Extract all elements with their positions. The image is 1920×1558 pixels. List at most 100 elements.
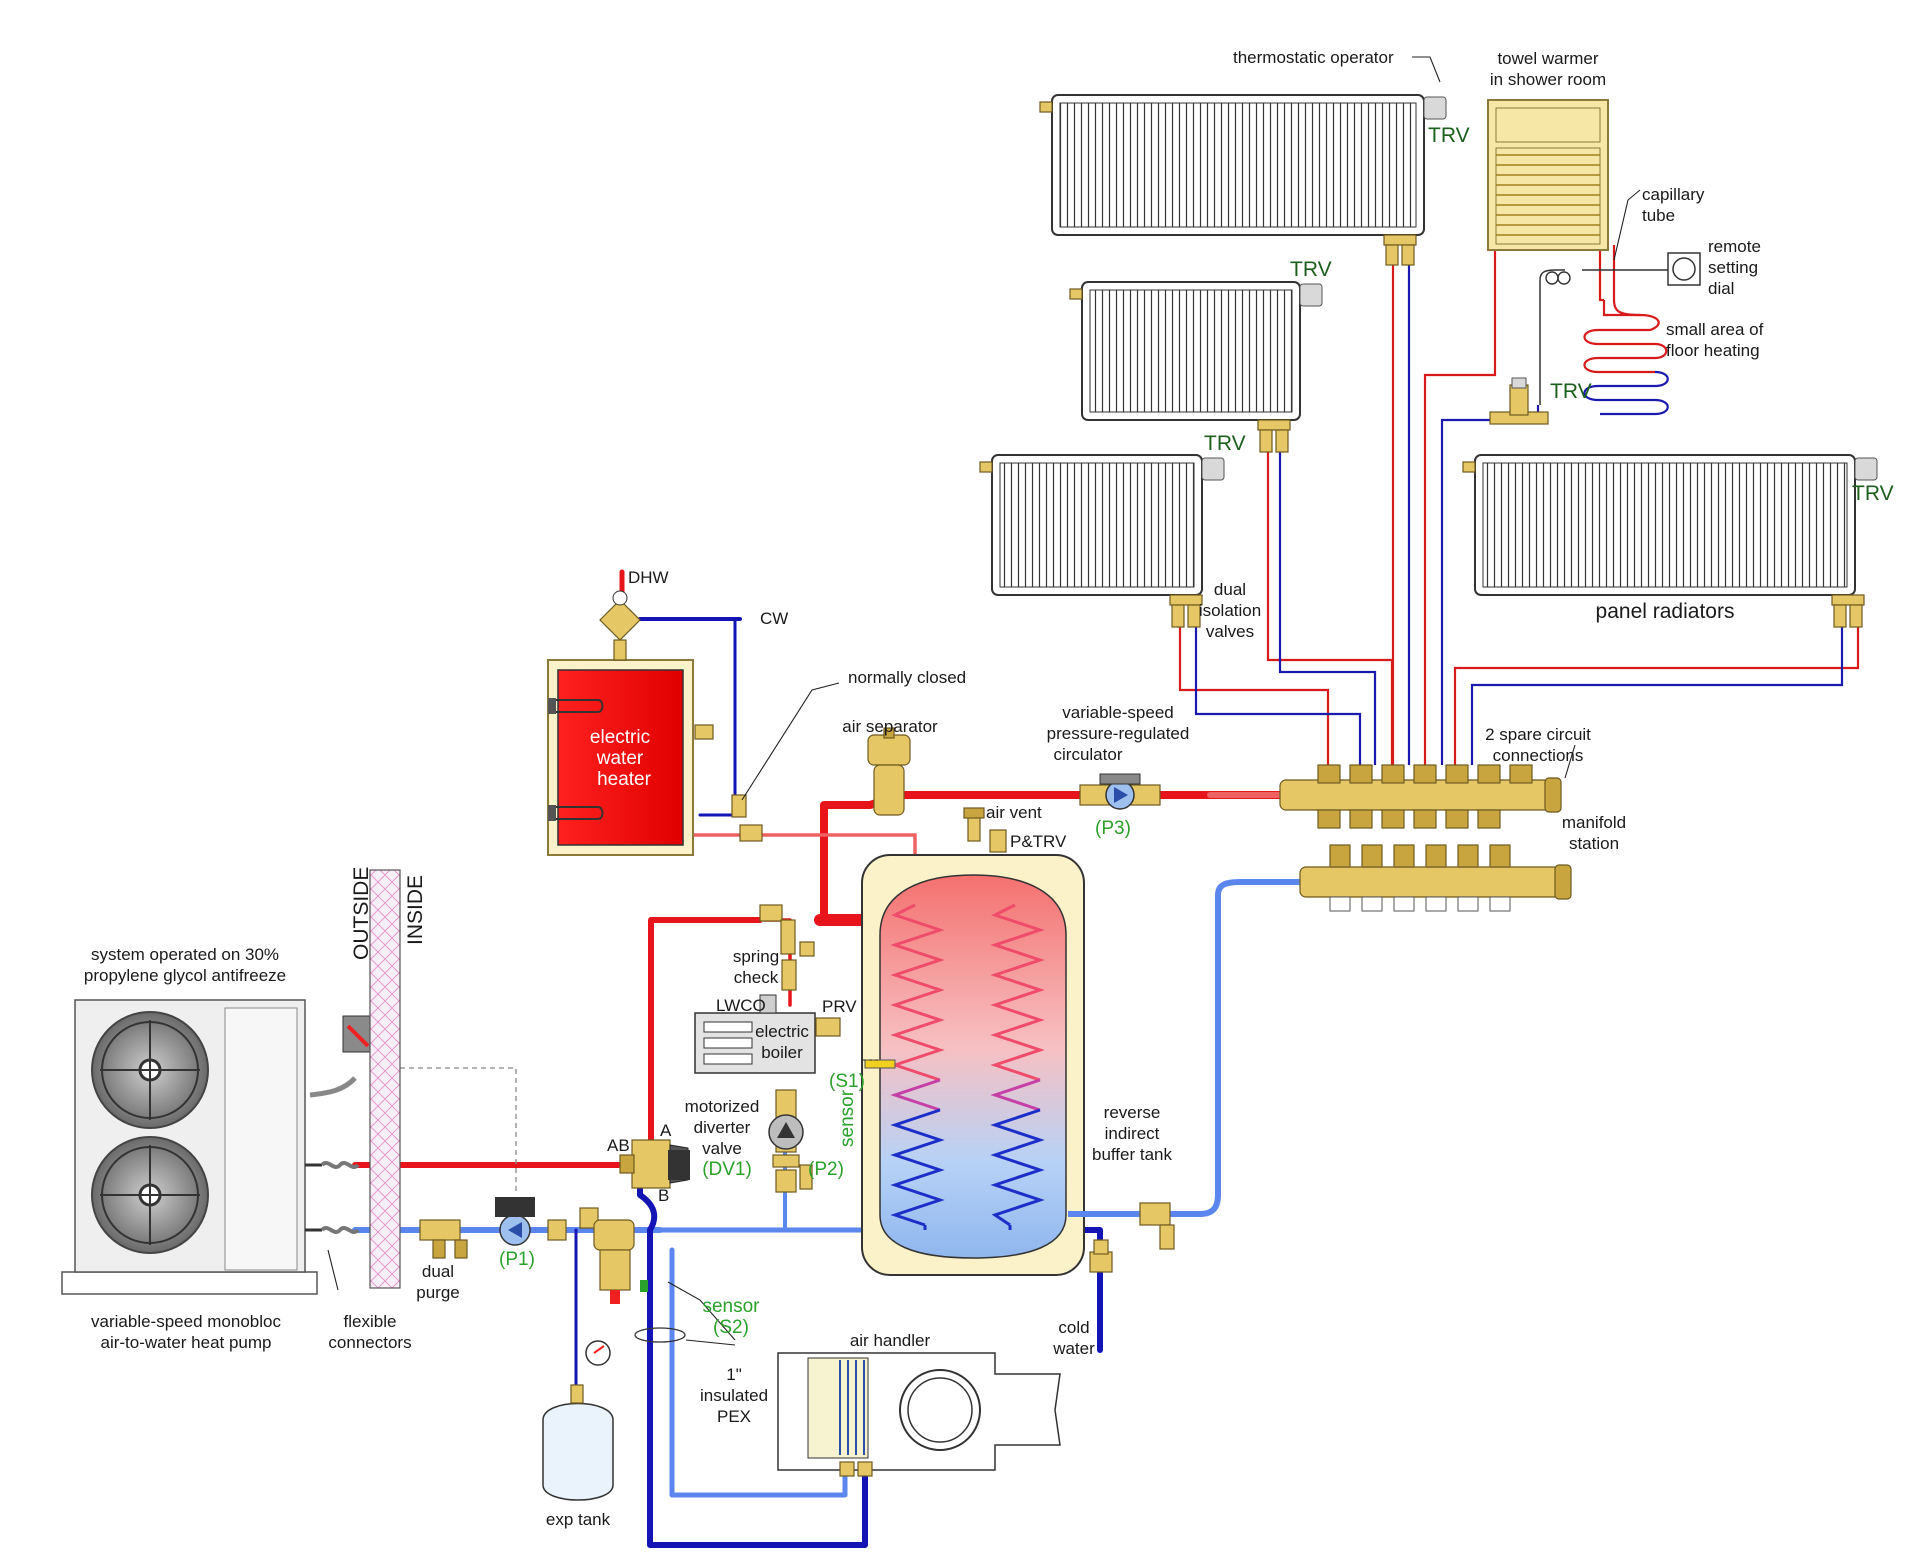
label-outside: OUTSIDE	[350, 867, 373, 960]
label-sensor-s2-2: (S2)	[713, 1317, 749, 1338]
label-cold-water-1: cold	[1058, 1318, 1089, 1337]
label-air-separator: air separator	[842, 717, 938, 736]
label-dv-2: diverter	[694, 1118, 751, 1137]
label-ptrv: P&TRV	[1010, 832, 1067, 851]
label-glycol-1: system operated on 30%	[91, 945, 279, 964]
label-spring-check-1: spring	[733, 947, 779, 966]
label-dual-iso-1: dual	[1214, 580, 1246, 599]
electric-boiler	[694, 994, 841, 1074]
panel-radiator-middle	[1069, 281, 1323, 453]
label-trv-right: TRV	[1852, 482, 1894, 505]
manifold-return	[1299, 844, 1572, 912]
label-exp-tank: exp tank	[546, 1510, 611, 1529]
label-thermostatic-operator: thermostatic operator	[1233, 48, 1394, 67]
label-sensor-s2-1: sensor	[702, 1296, 760, 1317]
circulator-p3	[1079, 773, 1161, 810]
label-flex-2: connectors	[328, 1333, 411, 1352]
coil-left-hot	[890, 903, 945, 1082]
label-trv-left: TRV	[1204, 432, 1246, 455]
label-trv-top: TRV	[1428, 124, 1470, 147]
label-rib-2: indirect	[1105, 1124, 1160, 1143]
label-towel-warmer-1: towel warmer	[1497, 49, 1598, 68]
exterior-wall	[369, 869, 401, 1289]
label-capillary-2: tube	[1642, 206, 1675, 225]
label-glycol-2: propylene glycol antifreeze	[84, 966, 286, 985]
label-dv-1: motorized	[685, 1097, 760, 1116]
label-vs-circ-1: variable-speed	[1062, 703, 1174, 722]
label-flex-1: flexible	[344, 1312, 397, 1331]
label-p1: (P1)	[499, 1249, 535, 1270]
manifold-supply	[1279, 764, 1562, 829]
label-spare-1: 2 spare circuit	[1485, 725, 1591, 744]
label-rib-3: buffer tank	[1092, 1145, 1173, 1164]
label-pex-3: PEX	[717, 1407, 751, 1426]
label-prv: PRV	[822, 997, 857, 1016]
label-dual-iso-2: isolation	[1199, 601, 1261, 620]
label-ewh-3: heater	[597, 769, 652, 790]
label-dual-purge-1: dual	[422, 1262, 454, 1281]
circulator-p2	[768, 1089, 813, 1193]
label-floor-heat-1: small area of	[1666, 320, 1764, 339]
coil-left-cold	[890, 1108, 945, 1227]
label-cw: CW	[760, 609, 788, 628]
label-port-ab: AB	[607, 1136, 630, 1155]
diverter-valve-dv1	[619, 1139, 690, 1189]
label-rib-1: reverse	[1104, 1103, 1161, 1122]
electric-water-heater	[547, 590, 763, 856]
label-s1: (S1)	[829, 1071, 865, 1092]
label-dhw: DHW	[628, 568, 669, 587]
label-spare-2: connections	[1493, 746, 1584, 765]
sensor-s2-clamp	[634, 1327, 686, 1343]
label-floor-heat-2: floor heating	[1666, 341, 1760, 360]
label-sensor-s1: sensor	[837, 1089, 858, 1147]
air-handler	[777, 1352, 1061, 1477]
label-inside: INSIDE	[404, 875, 427, 945]
heat-pump	[61, 999, 517, 1295]
label-manifold-2: station	[1569, 834, 1619, 853]
air-separator	[867, 727, 911, 816]
label-lwco: LWCO	[716, 996, 766, 1015]
label-cold-water-2: water	[1052, 1339, 1095, 1358]
label-dv1: (DV1)	[702, 1159, 752, 1180]
coil-left-mid	[890, 1078, 941, 1112]
label-panel-radiators: panel radiators	[1596, 600, 1735, 623]
panel-radiator-left	[979, 454, 1225, 628]
panel-radiator-top	[1039, 94, 1447, 266]
towel-warmer	[1487, 99, 1609, 251]
label-p3: (P3)	[1095, 818, 1131, 839]
panel-radiator-right	[1462, 454, 1878, 628]
label-pex-1: 1"	[726, 1365, 742, 1384]
label-capillary-1: capillary	[1642, 185, 1705, 204]
label-p2: (P2)	[808, 1159, 844, 1180]
text-labels: thermostatic operator TRV towel warmer i…	[84, 48, 1894, 1529]
label-remote-dial-3: dial	[1708, 279, 1734, 298]
label-vs-circ-3: circulator	[1054, 745, 1123, 764]
remote-setting-dial	[1545, 252, 1701, 286]
label-remote-dial-2: setting	[1708, 258, 1758, 277]
label-port-a: A	[660, 1121, 672, 1140]
label-vs-circ-2: pressure-regulated	[1047, 724, 1190, 743]
label-dv-3: valve	[702, 1139, 742, 1158]
reverse-indirect-buffer-tank	[861, 807, 1175, 1276]
label-air-vent: air vent	[986, 803, 1042, 822]
label-ewh-2: water	[596, 748, 644, 769]
label-hp-1: variable-speed monobloc	[91, 1312, 281, 1331]
label-trv-floor: TRV	[1550, 380, 1592, 403]
piping	[352, 245, 1860, 1548]
label-towel-warmer-2: in shower room	[1490, 70, 1606, 89]
label-ewh-1: electric	[590, 727, 650, 748]
label-remote-dial-1: remote	[1708, 237, 1761, 256]
coil-right-hot	[990, 903, 1045, 1082]
spring-check-and-boiler	[694, 904, 841, 1193]
expansion-tank	[542, 1384, 614, 1501]
label-dual-purge-2: purge	[416, 1283, 459, 1302]
label-normally-closed: normally closed	[848, 668, 966, 687]
label-trv-middle: TRV	[1290, 258, 1332, 281]
label-manifold-1: manifold	[1562, 813, 1626, 832]
manifold-supply-ports	[1317, 764, 1533, 829]
trv-floor-loop	[1489, 377, 1549, 425]
label-air-handler: air handler	[850, 1331, 931, 1350]
label-hp-2: air-to-water heat pump	[100, 1333, 271, 1352]
